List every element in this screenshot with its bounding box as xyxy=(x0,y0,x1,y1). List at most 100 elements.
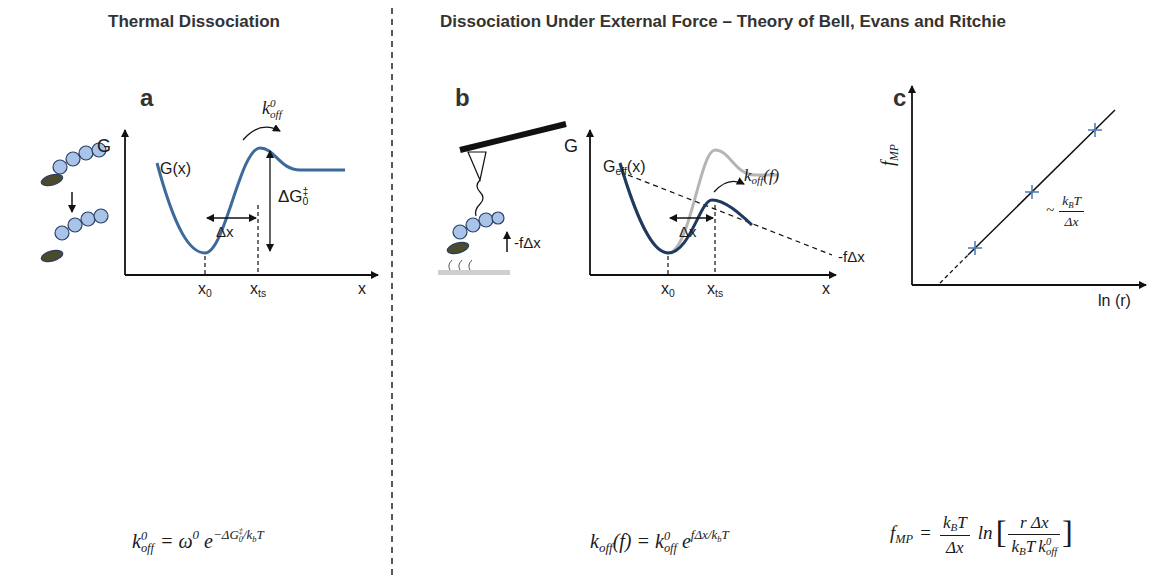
sub-sup-stack: ‡0 xyxy=(239,528,243,543)
afm-cantilever xyxy=(438,124,566,275)
slope-label: ~ xyxy=(1046,202,1054,218)
barrier-label: ‡ xyxy=(303,186,309,196)
formula: MP xyxy=(895,532,913,546)
formula: = ω xyxy=(160,530,193,552)
subscript: ts xyxy=(715,288,723,299)
formula: ‡ xyxy=(239,528,243,536)
axis-label: x xyxy=(358,280,366,297)
barrier-label: 0 xyxy=(303,196,309,206)
superscript: 0 xyxy=(193,527,200,542)
axis-label: f xyxy=(878,161,898,166)
sub-sup-stack: 0off xyxy=(141,531,154,555)
subscript: b xyxy=(717,534,721,544)
energy-plot-a xyxy=(125,127,378,275)
panel-letter: a xyxy=(140,84,153,111)
rate-label: (f) xyxy=(763,166,779,185)
axis-tick: x xyxy=(707,280,715,297)
axis-label: G xyxy=(564,136,578,157)
formula: fΔx/k xyxy=(691,527,717,542)
force-label: -fΔx xyxy=(514,234,541,251)
formula: off xyxy=(141,543,154,555)
denominator: Δx xyxy=(1062,212,1082,230)
superscript: −ΔG‡0/kbT xyxy=(213,527,264,542)
formula: 0 xyxy=(193,527,200,542)
axis-tick: ts xyxy=(258,288,266,299)
sub-sup-stack: 0off xyxy=(270,98,282,119)
formula: koff(f) = k0offefΔx/kbT xyxy=(590,528,729,556)
subscript: B xyxy=(951,521,958,533)
panel-letter: a xyxy=(140,84,153,112)
formula-bracket: [ xyxy=(996,514,1007,550)
formula: k xyxy=(943,513,951,532)
panel-heading: Thermal Dissociation xyxy=(108,12,280,32)
axis-tick: x0 xyxy=(661,280,675,300)
denominator: kBTk0off xyxy=(1008,535,1060,558)
panel-heading: Dissociation Under External Force – Theo… xyxy=(440,12,1006,31)
distance-label: Δx xyxy=(679,223,697,240)
force-label: -fΔx xyxy=(514,234,541,251)
formula: T xyxy=(721,527,728,542)
formula: k xyxy=(590,530,599,552)
subscript: B xyxy=(1068,200,1073,210)
formula: off xyxy=(1046,547,1057,557)
axis-tick: ts xyxy=(715,288,723,299)
formula: fMP=kBTΔxln[r ΔxkBTk0off] xyxy=(890,512,1073,557)
numerator: kBT xyxy=(940,512,970,536)
curve-label: G xyxy=(603,158,615,175)
numerator: kBT xyxy=(1059,192,1084,212)
panel-heading: Thermal Dissociation xyxy=(108,12,280,31)
axis-tick: xts xyxy=(250,280,266,300)
slope-label: ~ kBT Δx xyxy=(1046,192,1086,230)
curve-label: Geff(x) xyxy=(603,158,645,178)
subscript: off xyxy=(599,540,613,555)
slope-label: Δx xyxy=(1065,214,1079,229)
formula: e xyxy=(204,530,213,552)
formula: b xyxy=(252,534,256,544)
axis-label: MP xyxy=(888,144,901,161)
formula: e xyxy=(682,530,691,552)
rate-label: 0 xyxy=(270,98,282,109)
distance-label: Δx xyxy=(216,223,234,240)
formula: = xyxy=(919,522,932,543)
line-label: -fΔx xyxy=(838,248,865,265)
rate-label: k0off xyxy=(262,98,282,119)
fraction: kBT Δx xyxy=(1059,192,1084,230)
numerator: r Δx xyxy=(1008,512,1060,535)
axis-tick: x0 xyxy=(198,280,212,300)
line-label: -fΔx xyxy=(838,248,865,265)
panel-letter: c xyxy=(893,84,906,112)
formula: 0 xyxy=(239,536,243,544)
formula: T xyxy=(256,527,263,542)
subscript: B xyxy=(1019,545,1026,557)
formula: 0 xyxy=(141,531,154,543)
distance-label: Δx xyxy=(216,223,234,240)
barrier-label: ΔG‡0 xyxy=(278,186,308,206)
rate-label: off xyxy=(752,174,764,186)
formula: ln xyxy=(978,522,993,543)
formula: k xyxy=(1038,537,1046,556)
formula: f xyxy=(890,522,895,543)
formula: 0 xyxy=(1046,537,1057,547)
curve-label: G(x) xyxy=(160,160,191,178)
formula: off xyxy=(664,543,677,555)
axis-label: x xyxy=(822,280,830,298)
axis-tick: x xyxy=(198,280,206,297)
formula: Δx xyxy=(946,538,964,557)
subscript: eff xyxy=(615,166,626,177)
process-arrow xyxy=(71,192,73,212)
rate-label: k xyxy=(262,98,270,118)
curve-label: G(x) xyxy=(160,160,191,177)
formula: B xyxy=(1019,545,1026,557)
axis-label: G xyxy=(564,136,578,156)
slope-label: T xyxy=(1073,193,1081,208)
fraction: r ΔxkBTk0off xyxy=(1008,512,1060,557)
axis-label: x xyxy=(358,280,366,298)
force-plot-c xyxy=(912,86,1146,285)
rate-label: k xyxy=(744,166,752,185)
distance-label: Δx xyxy=(679,223,697,240)
formula: k xyxy=(1011,537,1019,556)
rate-label: off xyxy=(270,109,282,120)
formula: k xyxy=(132,530,141,552)
formula: 0 xyxy=(664,531,677,543)
